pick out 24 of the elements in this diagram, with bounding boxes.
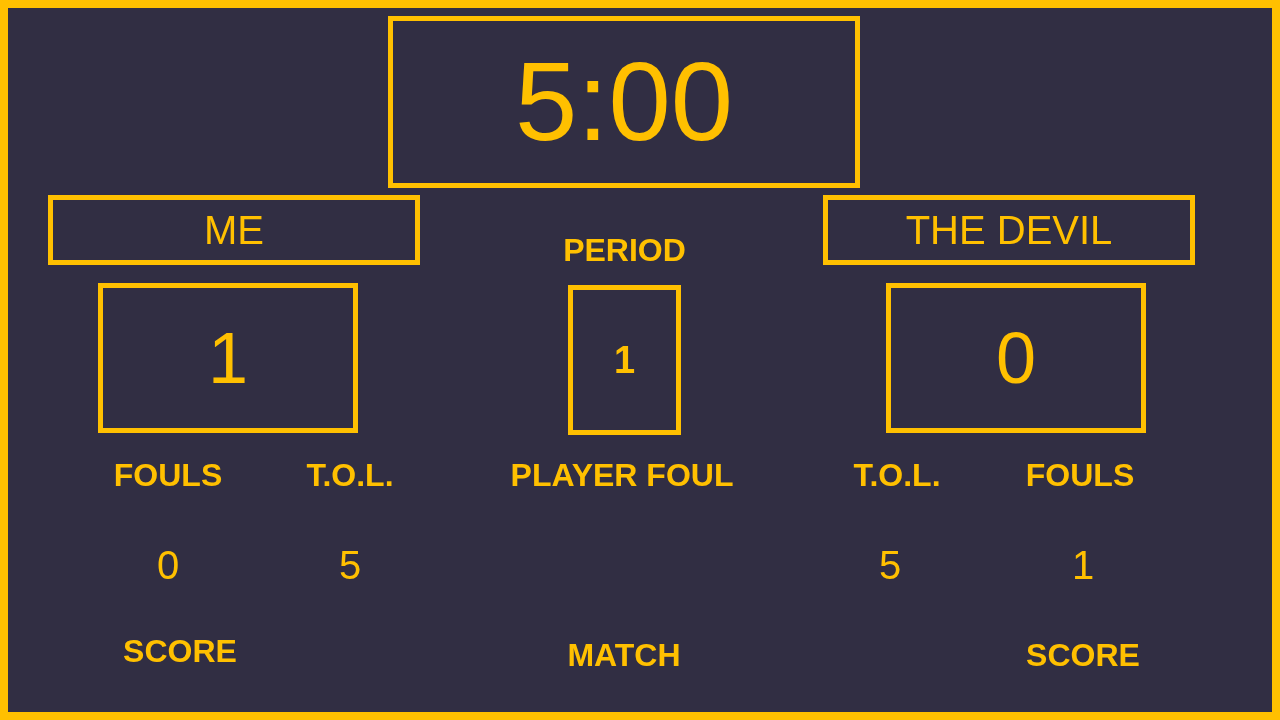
period-value: 1 [613, 341, 636, 379]
period-heading: PERIOD [563, 232, 686, 269]
button-caption: SCORE [123, 632, 237, 670]
button-caption: MATCH [567, 636, 681, 674]
clock-time: 5:00 [515, 46, 733, 158]
stat-heading: PLAYER FOUL [510, 456, 734, 494]
stat-heading: T.O.L. [853, 456, 941, 494]
stat-heading: FOULS [113, 456, 223, 494]
team-name: ME [204, 210, 264, 250]
stat-value: 5 [878, 542, 902, 588]
clock-box [388, 16, 860, 188]
score-box [886, 283, 1146, 433]
score-box [98, 283, 358, 433]
button-caption: SCORE [1026, 636, 1140, 674]
stat-value: 1 [1071, 542, 1095, 588]
stat-heading: T.O.L. [306, 456, 394, 494]
team-name: THE DEVIL [905, 210, 1113, 250]
score-value: 0 [995, 322, 1036, 394]
team-name-box [48, 195, 420, 265]
team-name-box [823, 195, 1195, 265]
stat-value: 0 [156, 542, 180, 588]
score-value: 1 [207, 322, 248, 394]
stat-heading: FOULS [1025, 456, 1135, 494]
stat-value: 5 [338, 542, 362, 588]
